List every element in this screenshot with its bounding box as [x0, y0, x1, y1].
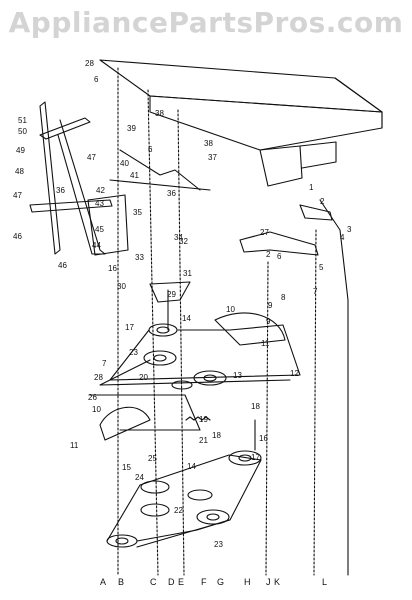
part-number-label: 42: [96, 186, 105, 195]
connection-letter: G: [217, 577, 224, 587]
part-number-label: 27: [260, 228, 269, 237]
part-number-label: 16: [108, 264, 117, 273]
part-number-label: 43: [95, 199, 104, 208]
part-number-label: 13: [233, 371, 242, 380]
part-number-label: 7: [313, 287, 318, 296]
part-number-label: 36: [167, 189, 176, 198]
part-number-label: 3: [347, 225, 352, 234]
part-number-label: 38: [204, 139, 213, 148]
part-number-label: 18: [212, 431, 221, 440]
part-number-label: 31: [183, 269, 192, 278]
part-number-label: 25: [148, 454, 157, 463]
part-number-label: 51: [18, 116, 27, 125]
part-number-label: 49: [16, 146, 25, 155]
part-number-label: 4: [340, 233, 345, 242]
part-number-label: 15: [122, 463, 131, 472]
part-number-label: 48: [15, 167, 24, 176]
part-number-label: 7: [102, 359, 107, 368]
part-number-label: 1: [309, 183, 314, 192]
part-number-label: 11: [261, 339, 270, 348]
part-number-label: 9: [266, 317, 271, 326]
part-number-label: 2: [320, 197, 325, 206]
connection-letter: A: [100, 577, 106, 587]
part-number-label: 17: [251, 453, 260, 462]
connection-letter: C: [150, 577, 157, 587]
part-number-label: 32: [179, 237, 188, 246]
part-number-label: 35: [133, 208, 142, 217]
watermark-text: AppliancePartsPros.com: [8, 6, 404, 39]
part-number-label: 37: [208, 153, 217, 162]
part-number-label: 6: [94, 75, 99, 84]
part-number-label: 33: [135, 253, 144, 262]
part-number-label: 9: [268, 301, 273, 310]
part-number-label: 16: [259, 434, 268, 443]
connection-letter: F: [201, 577, 207, 587]
connection-letter: H: [244, 577, 251, 587]
connection-letter: J: [266, 577, 271, 587]
part-number-label: 23: [129, 348, 138, 357]
part-number-label: 14: [182, 314, 191, 323]
part-number-label: 10: [226, 305, 235, 314]
part-number-label: 28: [85, 59, 94, 68]
part-number-label: 34: [174, 233, 183, 242]
part-number-label: 5: [319, 263, 324, 272]
diagram-linework: [29, 59, 383, 576]
part-number-label: 20: [139, 373, 148, 382]
part-number-label: 18: [251, 402, 260, 411]
part-number-label: 24: [135, 473, 144, 482]
connection-letter: D: [168, 577, 175, 587]
part-number-label: 23: [214, 540, 223, 549]
part-number-label: 6: [277, 252, 282, 261]
part-number-label: 10: [92, 405, 101, 414]
part-number-label: 11: [70, 441, 79, 450]
part-number-label: 39: [127, 124, 136, 133]
part-number-label: 44: [92, 241, 101, 250]
part-number-label: 22: [174, 506, 183, 515]
part-number-label: 17: [125, 323, 134, 332]
connection-letter: E: [178, 577, 184, 587]
connection-letter: B: [118, 577, 124, 587]
part-number-label: 14: [187, 462, 196, 471]
part-number-label: 36: [56, 186, 65, 195]
part-number-label: 21: [199, 436, 208, 445]
part-number-label: 12: [290, 369, 299, 378]
part-number-label: 47: [13, 191, 22, 200]
part-number-label: 2: [266, 250, 271, 259]
part-number-label: 47: [87, 153, 96, 162]
part-number-label: 46: [13, 232, 22, 241]
part-number-label: 41: [130, 171, 139, 180]
part-number-label: 8: [281, 293, 286, 302]
part-number-labels: 2863838393765150494847474646454443424140…: [13, 59, 352, 549]
part-number-label: 28: [94, 373, 103, 382]
part-number-label: 38: [155, 109, 164, 118]
part-number-label: 45: [95, 225, 104, 234]
part-number-label: 40: [120, 159, 129, 168]
part-number-label: 26: [88, 393, 97, 402]
part-number-label: 6: [148, 145, 153, 154]
connection-letter: K: [274, 577, 280, 587]
part-number-label: 29: [167, 290, 176, 299]
part-number-label: 50: [18, 127, 27, 136]
part-number-label: 19: [199, 415, 208, 424]
part-number-label: 30: [117, 282, 126, 291]
connection-letter: L: [322, 577, 327, 587]
part-number-label: 46: [58, 261, 67, 270]
